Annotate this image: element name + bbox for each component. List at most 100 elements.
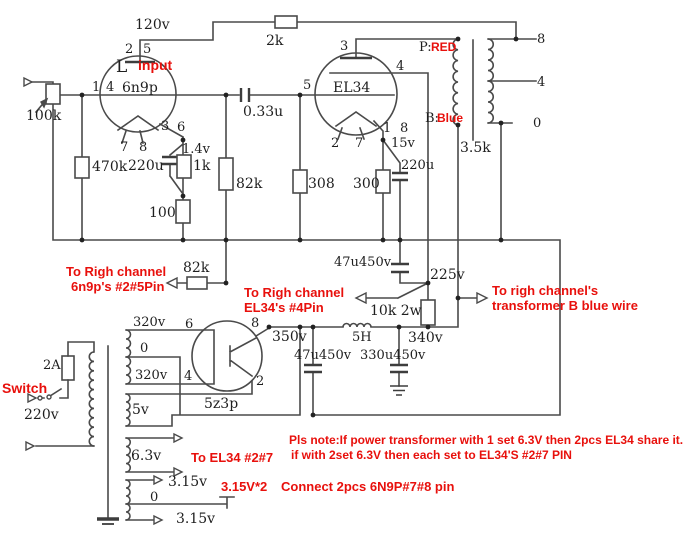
red-right1-line2: 6n9p's #2#5Pin	[71, 279, 164, 294]
label-100k: 100k	[26, 108, 62, 124]
pin-6n9p-7: 7	[120, 140, 128, 155]
heater-6v3-arrow-bottom	[173, 466, 184, 478]
arrows	[23, 76, 489, 526]
label-3p15v-b: 3.15v	[176, 511, 215, 527]
pin-6n9p-5: 5	[143, 42, 151, 57]
red-3p15v2: 3.15V*2	[221, 479, 267, 494]
wires	[31, 21, 561, 521]
label-1p4v: 1.4v	[182, 142, 211, 157]
tube-5z3p-circle	[191, 320, 263, 392]
pin-el34-8: 8	[400, 121, 408, 136]
coils	[88, 38, 494, 521]
pin-6n9p-6: 6	[177, 120, 185, 135]
label-47u450v-b: 47u450v	[294, 348, 352, 363]
red-right3-line2: transformer B blue wire	[492, 298, 638, 313]
cap-plates	[125, 56, 409, 374]
label-82k-mid: 82k	[236, 176, 263, 192]
label-ot-p: P:	[419, 40, 432, 55]
label-1k: 1k	[193, 158, 211, 174]
label-120v: 120v	[135, 17, 170, 33]
label-330u450v: 330u450v	[360, 348, 426, 363]
red-right3-line1: To righ channel's	[492, 283, 598, 298]
label-ot-blue: Blue	[437, 111, 463, 125]
label-sec-0: 0	[533, 116, 541, 131]
hv-winding-coil	[125, 329, 132, 385]
resistor-2k	[274, 15, 298, 29]
resistor-1k	[176, 154, 192, 179]
tube-el34-circle	[314, 52, 398, 136]
label-350v: 350v	[272, 329, 307, 345]
pin-6n9p-4: 4	[106, 80, 114, 95]
label-0-hv: 0	[140, 341, 148, 356]
output-transformer-secondary-coil	[487, 38, 494, 124]
power-transformer-primary-coil	[88, 351, 95, 447]
6v3-winding-coil	[125, 437, 132, 473]
label-sec-8: 8	[537, 32, 545, 47]
resistor-220k	[292, 169, 308, 194]
label-2k: 2k	[266, 33, 284, 49]
label-0p33u: 0.33u	[243, 104, 283, 120]
label-ot-red: RED	[431, 40, 457, 54]
volume-pot-100k	[45, 83, 61, 105]
label-220u-b: 220u	[401, 158, 434, 173]
pin-el34-4: 4	[396, 59, 404, 74]
label-3p5k: 3.5k	[460, 140, 491, 156]
capacitors	[97, 56, 409, 525]
pin-6n9p-1: 1	[92, 80, 100, 95]
wire-network	[31, 21, 561, 521]
pin-5z3p-4: 4	[184, 369, 192, 384]
pin-el34-1: 1	[383, 121, 391, 136]
label-100: 100	[149, 205, 176, 221]
pot-wiper-arrowhead	[40, 97, 49, 109]
label-l: L	[116, 57, 127, 77]
label-47u450v-a: 47u450v	[334, 255, 392, 270]
red-connect: Connect 2pcs 6N9P#7#8 pin	[281, 479, 454, 494]
resistor-300	[375, 169, 391, 194]
to-right-el34-arrow	[354, 291, 367, 305]
label-220u-a: 220u	[128, 158, 164, 174]
label-320v-top: 320v	[133, 315, 166, 330]
tubes	[99, 52, 398, 392]
label-sec-4: 4	[537, 75, 545, 90]
mains-220v-arrow	[25, 440, 36, 452]
label-225v: 225v	[430, 267, 465, 283]
label-ot-b: B:	[425, 111, 439, 126]
resistor-10k-2w	[420, 299, 436, 326]
red-right1-line1: To Righ channel	[66, 264, 166, 279]
resistor-470k	[74, 156, 90, 179]
pin-6n9p-2: 2	[125, 42, 133, 57]
pin-el34-7: 7	[355, 136, 363, 151]
tube-name-el34: EL34	[333, 80, 370, 96]
label-300: 300	[353, 176, 380, 192]
red-right2-line1: To Righ channel	[244, 285, 344, 300]
junction-dots	[79, 36, 519, 418]
red-switch: Switch	[2, 380, 47, 396]
resistor-100	[175, 199, 191, 224]
label-0-fil: 0	[150, 490, 158, 505]
pin-el34-5: 5	[303, 78, 311, 93]
pin-5z3p-8: 8	[251, 316, 259, 331]
heater-6v3-arrow-top	[173, 432, 184, 444]
pin-6n9p-8: 8	[139, 140, 147, 155]
to-right-transformer-arrow	[476, 291, 489, 305]
red-right2-line2: EL34's #4Pin	[244, 300, 324, 315]
red-note-line2: if with 2set 6.3V then each set to EL34'…	[291, 448, 572, 462]
output-transformer-primary-coil	[452, 38, 459, 126]
switch-contact-b	[46, 394, 52, 400]
tube-6n9p-circle	[99, 55, 177, 133]
input-jack-arrow	[23, 76, 34, 88]
label-2a: 2A	[43, 358, 61, 373]
resistor-82k-coupling	[186, 276, 208, 290]
label-5v: 5v	[132, 402, 149, 418]
heater-3v15-arrow-bottom	[153, 514, 164, 526]
3v15-winding-coil	[125, 479, 131, 521]
tube-name-6n9p: 6n9p	[122, 80, 158, 96]
pin-el34-3: 3	[340, 39, 348, 54]
heater-3v15-arrow-top	[153, 474, 164, 486]
label-5h: 5H	[352, 330, 372, 345]
pin-5z3p-2: 2	[256, 374, 264, 389]
label-470k: 470k	[92, 159, 128, 175]
